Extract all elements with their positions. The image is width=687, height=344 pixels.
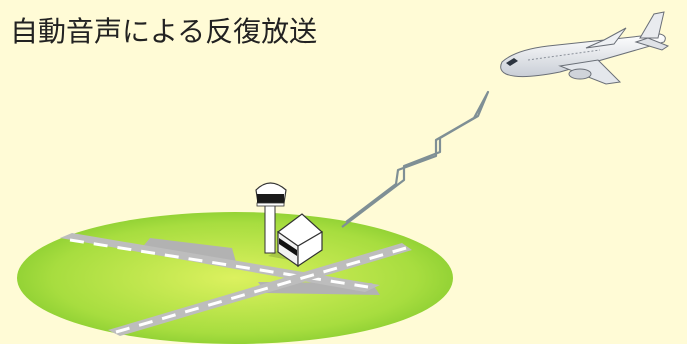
- grass-field: [17, 212, 453, 344]
- airplane-icon: [500, 11, 670, 85]
- control-tower-icon: [255, 182, 324, 268]
- runway-cross: [108, 243, 412, 336]
- page-title: 自動音声による反復放送: [10, 15, 318, 48]
- apron: [140, 238, 236, 262]
- radio-signal-icon: [341, 90, 490, 228]
- airport-field-icon: [17, 212, 453, 344]
